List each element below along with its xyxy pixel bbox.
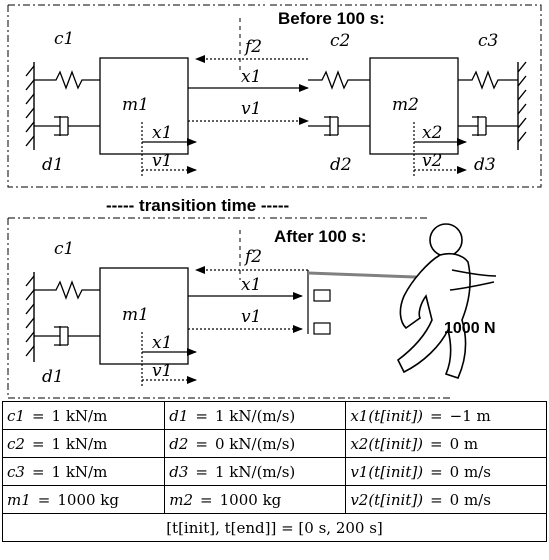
label-transition: ----- transition time -----	[106, 196, 289, 215]
damper-d1-top	[34, 116, 100, 136]
symbol-m1-bottom: m1	[122, 305, 149, 325]
arrows-m1-bottom-below	[141, 332, 197, 386]
symbol-c3: c3	[478, 31, 498, 51]
cell-x2-init: x2(t[init])=0 m	[345, 429, 547, 458]
symbol-c1-bottom: c1	[54, 239, 74, 259]
cell-val: 1000 kg	[57, 490, 119, 509]
cell-sym: m2	[169, 490, 194, 509]
symbol-v1-bottom-below: v1	[152, 361, 172, 381]
cell-m2: m2=1000 kg	[164, 485, 347, 514]
cell-sym: v1(t[init])	[350, 462, 424, 481]
cell-x1-init: x1(t[init])=−1 m	[345, 401, 547, 430]
table-row: [t[init], t[end]] = [0 s, 200 s]	[2, 513, 547, 542]
time-span-cell: [t[init], t[end]] = [0 s, 200 s]	[2, 513, 547, 542]
cell-val: −1 m	[449, 406, 491, 425]
damper-d2	[308, 116, 370, 136]
cell-val: 0 kN/(m/s)	[215, 434, 296, 453]
mass-m1-bottom	[99, 267, 189, 365]
symbol-d3: d3	[474, 155, 496, 175]
table-row: c3=1 kN/m d3=1 kN/(m/s) v1(t[init])=0 m/…	[1, 457, 547, 486]
cell-d1: d1=1 kN/(m/s)	[164, 401, 347, 430]
symbol-d1-bottom: d1	[42, 367, 64, 387]
cell-v2-init: v2(t[init])=0 m/s	[345, 485, 547, 514]
left-wall-top	[25, 62, 35, 150]
symbol-x2: x2	[422, 123, 442, 143]
symbol-m1-top: m1	[122, 95, 149, 115]
mass-m1-top	[99, 57, 189, 155]
spring-c1-bottom	[34, 280, 100, 300]
symbol-v2: v2	[422, 151, 442, 171]
sensor-box-x1	[313, 289, 331, 302]
symbol-v1-top-below: v1	[152, 151, 172, 171]
label-force: 1000 N	[444, 320, 496, 337]
cell-d2: d2=0 kN/(m/s)	[164, 429, 347, 458]
cell-sym: c2	[7, 434, 25, 453]
cell-val: 0 m/s	[449, 490, 491, 509]
panel-before	[7, 4, 542, 188]
cell-sym: c1	[7, 406, 25, 425]
symbol-m2: m2	[392, 95, 419, 115]
cell-val: 1000 kg	[219, 490, 282, 509]
damper-d3	[458, 116, 518, 136]
table-row: c1=1 kN/m d1=1 kN/(m/s) x1(t[init])=−1 m	[1, 401, 547, 430]
symbol-d1-top: d1	[42, 155, 64, 175]
arrows-top-middle	[188, 55, 309, 125]
panel-after	[7, 217, 452, 399]
symbol-c1-top: c1	[54, 29, 74, 49]
cell-val: 0 m	[449, 434, 479, 453]
pulling-person	[396, 223, 497, 379]
cell-sym: d1	[169, 406, 189, 425]
damper-d1-bottom	[34, 326, 100, 346]
cell-val: 1 kN/m	[51, 434, 108, 453]
sensor-box-v1	[313, 322, 331, 335]
cell-val: 0 m/s	[449, 462, 491, 481]
symbol-x1-bottom-mid: x1	[241, 275, 261, 295]
symbol-v1-top-mid: v1	[241, 99, 261, 119]
cell-val: 1 kN/m	[51, 406, 108, 425]
label-before: Before 100 s:	[278, 9, 385, 28]
cell-c1: c1=1 kN/m	[1, 401, 166, 430]
symbol-v1-bottom-mid: v1	[241, 307, 261, 327]
time-span: [t[init], t[end]] = [0 s, 200 s]	[166, 518, 383, 537]
label-after: After 100 s:	[274, 227, 367, 246]
cell-c3: c3=1 kN/m	[1, 457, 166, 486]
symbol-f2-top: f2	[243, 37, 262, 57]
symbol-f2-bottom: f2	[243, 247, 262, 267]
cell-sym: m1	[7, 490, 31, 509]
symbol-d2: d2	[330, 155, 352, 175]
spring-c1-top	[34, 70, 100, 90]
symbol-x1-top-below: x1	[152, 123, 172, 143]
cell-val: 1 kN/m	[51, 462, 108, 481]
cell-v1-init: v1(t[init])=0 m/s	[345, 457, 547, 486]
arrows-bottom-middle	[188, 266, 309, 334]
parameter-table: c1=1 kN/m d1=1 kN/(m/s) x1(t[init])=−1 m…	[1, 401, 547, 542]
symbol-x1-top-mid: x1	[241, 67, 261, 87]
right-wall	[517, 61, 527, 150]
cell-m1: m1=1000 kg	[1, 485, 166, 514]
cell-sym: x2(t[init])	[350, 434, 424, 453]
symbol-x1-bottom-below: x1	[152, 333, 172, 353]
cell-sym: d2	[169, 434, 189, 453]
table-row: c2=1 kN/m d2=0 kN/(m/s) x2(t[init])=0 m	[1, 429, 547, 458]
arrows-m2-below	[413, 122, 467, 176]
cell-sym: v2(t[init])	[350, 490, 424, 509]
cell-val: 1 kN/(m/s)	[215, 462, 296, 481]
symbol-c2: c2	[330, 31, 350, 51]
left-wall-bottom	[25, 272, 35, 362]
cell-val: 1 kN/(m/s)	[215, 406, 296, 425]
spring-c2	[308, 70, 370, 90]
table-row: m1=1000 kg m2=1000 kg v2(t[init])=0 m/s	[1, 485, 547, 514]
arrows-m1-top-below	[141, 122, 197, 176]
cell-sym: c3	[7, 462, 25, 481]
cell-d3: d3=1 kN/(m/s)	[164, 457, 347, 486]
cell-c2: c2=1 kN/m	[1, 429, 166, 458]
cell-sym: x1(t[init])	[350, 406, 424, 425]
spring-c3	[458, 70, 518, 90]
cell-sym: d3	[169, 462, 189, 481]
